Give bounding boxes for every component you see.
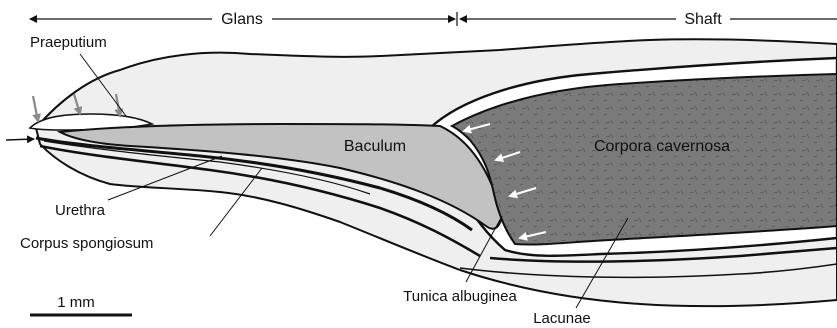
corpus-spongiosum-label: Corpus spongiosum <box>20 235 153 252</box>
urethra-label: Urethra <box>55 202 106 219</box>
praeputium-label: Praeputium <box>30 34 107 51</box>
baculum-label: Baculum <box>344 138 406 155</box>
glans-section-label: Glans <box>221 11 263 28</box>
shaft-section-label: Shaft <box>684 11 722 28</box>
urethral-opening-arrow <box>6 139 34 140</box>
lacunae-label: Lacunae <box>533 310 591 327</box>
scale-bar-label: 1 mm <box>57 294 95 311</box>
tunica-albuginea-label: Tunica albuginea <box>403 288 517 305</box>
corpora-cavernosa-label: Corpora cavernosa <box>594 138 730 155</box>
